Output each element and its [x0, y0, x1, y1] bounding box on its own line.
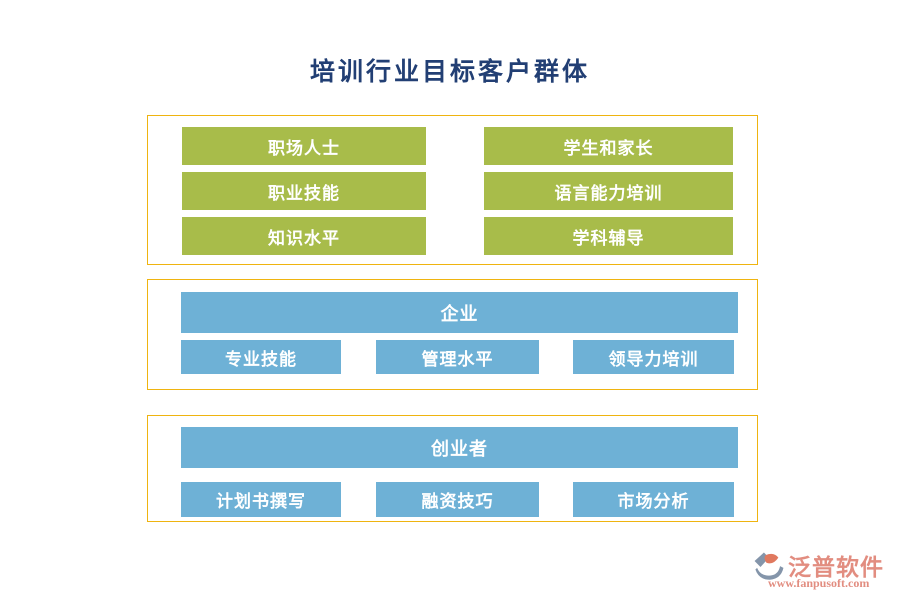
block-business-plan-writing: 计划书撰写 [181, 482, 341, 517]
fanpu-logo: 泛普软件 www.fanpusoft.com [732, 548, 892, 594]
block-vocational-skills: 职业技能 [182, 172, 426, 210]
page-title: 培训行业目标客户群体 [309, 59, 590, 86]
header-entrepreneur: 创业者 [181, 427, 738, 468]
block-management-level: 管理水平 [376, 340, 539, 374]
panel-entrepreneur-group: 创业者 计划书撰写 融资技巧 市场分析 [147, 415, 758, 522]
panel-enterprise-group: 企业 专业技能 管理水平 领导力培训 [147, 279, 758, 390]
block-knowledge-level: 知识水平 [182, 217, 426, 255]
block-subject-tutoring: 学科辅导 [484, 217, 733, 255]
block-financing-skills: 融资技巧 [376, 482, 539, 517]
panel-individual-group: 职场人士 职业技能 知识水平 学生和家长 语言能力培训 学科辅导 [147, 115, 758, 265]
fanpu-logo-text: 泛普软件 [788, 555, 884, 580]
block-language-training: 语言能力培训 [484, 172, 733, 210]
block-workplace-people: 职场人士 [182, 127, 426, 165]
block-market-analysis: 市场分析 [573, 482, 734, 517]
block-students-parents: 学生和家长 [484, 127, 733, 165]
block-professional-skills: 专业技能 [181, 340, 341, 374]
fanpu-logo-icon [754, 552, 784, 580]
fanpu-logo-url: www.fanpusoft.com [768, 576, 870, 590]
header-enterprise: 企业 [181, 292, 738, 333]
block-leadership-training: 领导力培训 [573, 340, 734, 374]
